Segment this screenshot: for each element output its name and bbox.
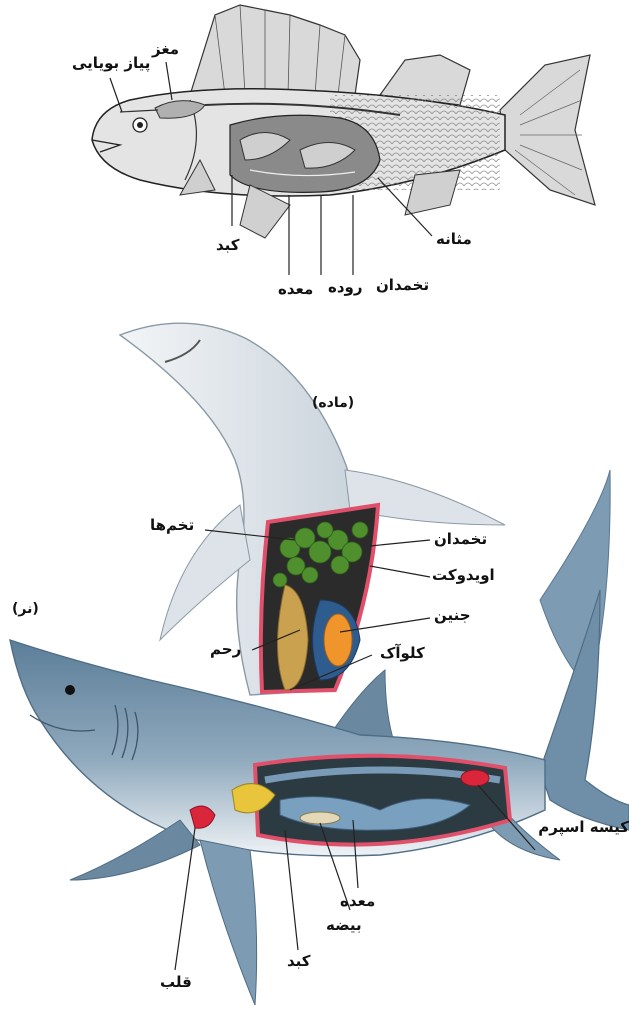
label-cloaca: کلوآک	[380, 646, 425, 661]
label-fish-liver: کبد	[216, 238, 240, 253]
label-fish-ovary: تخمدان	[376, 278, 429, 293]
label-female-ovary: تخمدان	[434, 532, 487, 547]
label-testis: بیضه	[326, 918, 362, 933]
label-heart: قلب	[160, 975, 192, 990]
label-female-caption: (ماده)	[312, 396, 354, 410]
label-male-caption: (نر)	[12, 602, 39, 616]
label-male-liver: کبد	[287, 954, 311, 969]
label-brain: مغز	[152, 42, 179, 57]
sperm-sac	[461, 770, 489, 786]
testis	[300, 812, 340, 824]
label-intestine: روده	[328, 280, 363, 295]
label-olfactory-bulb: پیاز بویایی	[72, 56, 150, 71]
label-eggs: تخم‌ها	[150, 518, 194, 533]
leader-female-ovary	[370, 540, 430, 546]
leader-oviduct	[370, 566, 430, 577]
label-oviduct: اویدوکت	[432, 568, 495, 583]
male-pectoral-fin	[70, 820, 200, 880]
label-embryo: جنین	[434, 608, 471, 623]
female-shark	[120, 323, 610, 695]
label-sperm-sac: کیسه اسپرم	[538, 820, 629, 835]
label-uterus: رحم	[210, 642, 241, 657]
label-fish-stomach: معده	[278, 282, 313, 297]
label-bladder: مثانه	[436, 232, 472, 247]
fish-tail	[500, 55, 595, 205]
label-male-stomach: معده	[340, 894, 375, 909]
